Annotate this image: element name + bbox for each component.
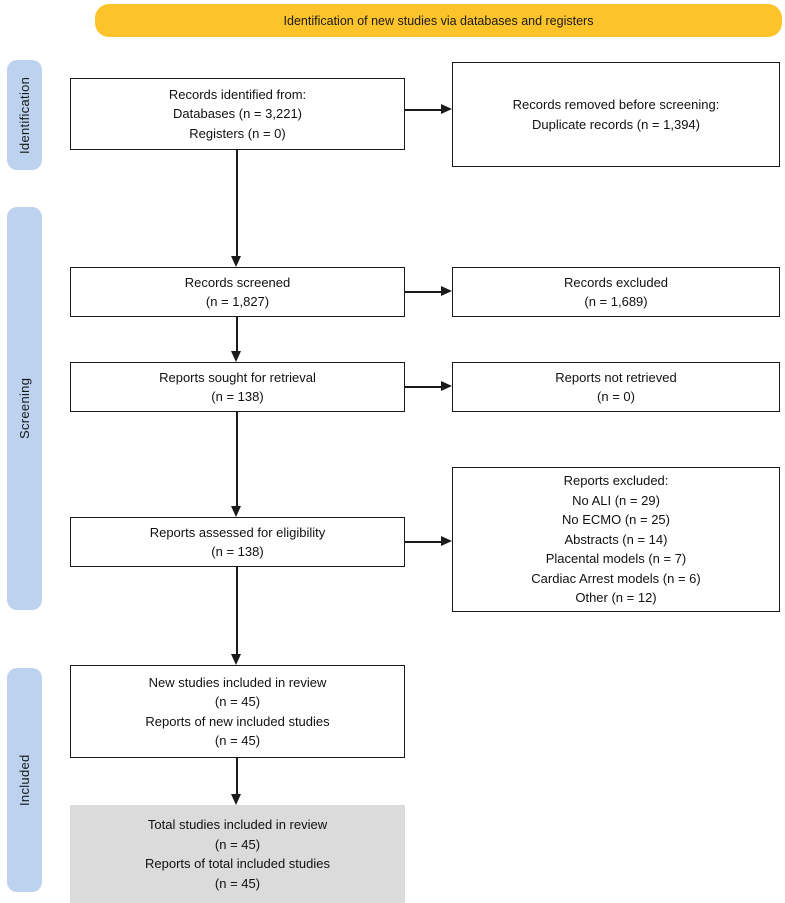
box-line: (n = 0) <box>597 389 635 404</box>
box-line: Reports of total included studies <box>145 856 330 871</box>
box-reports-assessed-for-eligibility: Reports assessed for eligibility (n = 138… <box>70 517 405 567</box>
box-line: (n = 1,827) <box>205 294 270 309</box>
box-records-screened: Records screened (n = 1,827) <box>70 267 405 317</box>
header-banner: Identification of new studies via databa… <box>95 4 782 37</box>
stage-label-text: Identification <box>17 76 32 154</box>
box-line: Reports sought for retrieval <box>159 369 316 385</box>
arrowhead-right-icon <box>441 536 452 546</box>
box-records-removed-before-screening: Records removed before screening: Duplica… <box>452 62 780 167</box>
header-title: Identification of new studies via databa… <box>283 13 594 28</box>
box-reports-excluded: Reports excluded: No ALI (n = 29) No ECMO … <box>452 467 780 612</box>
box-line: Reports excluded: <box>563 473 669 489</box>
box-line: Reports of new included studies <box>145 713 330 729</box>
box-total-studies-included: Total studies included in review (n = 45)… <box>70 805 405 903</box>
stage-label-screening: Screening <box>7 207 42 610</box>
box-line: (n = 45) <box>214 694 261 709</box>
box-line: Databases (n = 3,221) <box>173 106 302 122</box>
box-line: Records removed before screening: <box>512 97 720 112</box>
stage-label-included: Included <box>7 668 42 892</box>
box-line: No ECMO (n = 25) <box>561 512 670 528</box>
box-line: No ALI (n = 29) <box>572 492 660 508</box>
box-line: (n = 45) <box>214 875 261 891</box>
box-reports-not-retrieved: Reports not retrieved (n = 0) <box>452 362 780 412</box>
box-reports-sought-for-retrieval: Reports sought for retrieval (n = 138) <box>70 362 405 412</box>
arrow-line-identified-to-screened <box>236 150 238 256</box>
box-line: (n = 45) <box>214 836 261 852</box>
box-line: Cardiac Arrest models (n = 6) <box>531 570 701 586</box>
box-line: (n = 138) <box>211 389 264 404</box>
stage-label-text: Included <box>17 754 32 806</box>
arrowhead-down-icon <box>231 654 241 665</box>
arrowhead-right-icon <box>441 286 452 296</box>
arrow-line-sought-to-assessed <box>236 412 238 506</box>
box-line: New studies included in review <box>148 674 327 690</box>
arrow-line-screened-to-excluded <box>405 291 442 293</box>
arrowhead-right-icon <box>441 381 452 391</box>
box-line: Reports assessed for eligibility <box>149 524 326 540</box>
box-records-excluded: Records excluded (n = 1,689) <box>452 267 780 317</box>
box-line: Total studies included in review <box>147 817 328 832</box>
arrow-line-identified-to-removed <box>405 109 442 111</box>
box-line: Abstracts (n = 14) <box>564 531 668 547</box>
box-new-studies-included: New studies included in review (n = 45) Re… <box>70 665 405 758</box>
box-line: Reports not retrieved <box>555 369 677 385</box>
box-line: Duplicate records (n = 1,394) <box>531 116 700 132</box>
stage-label-identification: Identification <box>7 60 42 170</box>
box-line: Records screened <box>184 274 291 290</box>
arrow-line-new-to-total-studies <box>236 758 238 794</box>
arrow-line-screened-to-sought <box>236 317 238 351</box>
box-line: (n = 138) <box>211 544 264 559</box>
arrowhead-right-icon <box>441 104 452 114</box>
box-line: Registers (n = 0) <box>189 125 286 141</box>
arrow-line-sought-to-not-retrieved <box>405 386 442 388</box>
arrowhead-down-icon <box>231 351 241 362</box>
arrowhead-down-icon <box>231 256 241 267</box>
box-line: (n = 45) <box>214 733 261 748</box>
arrowhead-down-icon <box>231 506 241 517</box>
box-line: Records excluded <box>563 274 669 290</box>
stage-label-text: Screening <box>17 377 32 440</box>
box-line: Other (n = 12) <box>575 590 657 606</box>
arrowhead-down-icon <box>231 794 241 805</box>
box-line: (n = 1,689) <box>584 294 648 309</box>
box-line: Records identified from: <box>168 86 307 102</box>
arrow-line-assessed-to-excluded <box>405 541 442 543</box>
arrow-line-assessed-to-new-studies <box>236 567 238 654</box>
box-line: Placental models (n = 7) <box>545 551 687 567</box>
box-records-identified: Records identified from: Databases (n = 3… <box>70 78 405 150</box>
